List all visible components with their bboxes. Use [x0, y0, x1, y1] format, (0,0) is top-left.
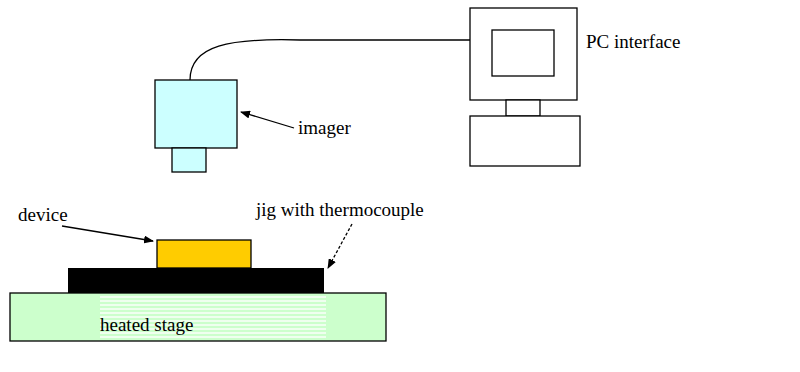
leader-arrow — [62, 226, 153, 241]
jig-block — [68, 268, 324, 293]
leader-arrow — [241, 112, 294, 128]
stage-texture — [100, 294, 326, 340]
device-label: device — [18, 205, 68, 226]
leader-arrow — [328, 224, 352, 268]
pc-label: PC interface — [586, 32, 680, 53]
stage-shape — [10, 293, 386, 341]
stage-node: heated stage — [10, 293, 386, 341]
imager-label: imager — [298, 118, 351, 139]
imager-camera — [155, 80, 237, 172]
pc-monitor — [470, 8, 580, 166]
cable — [190, 40, 470, 80]
node-label: heated stage — [100, 315, 193, 336]
device-chip — [157, 240, 251, 268]
jig-label: jig with thermocouple — [256, 200, 424, 221]
